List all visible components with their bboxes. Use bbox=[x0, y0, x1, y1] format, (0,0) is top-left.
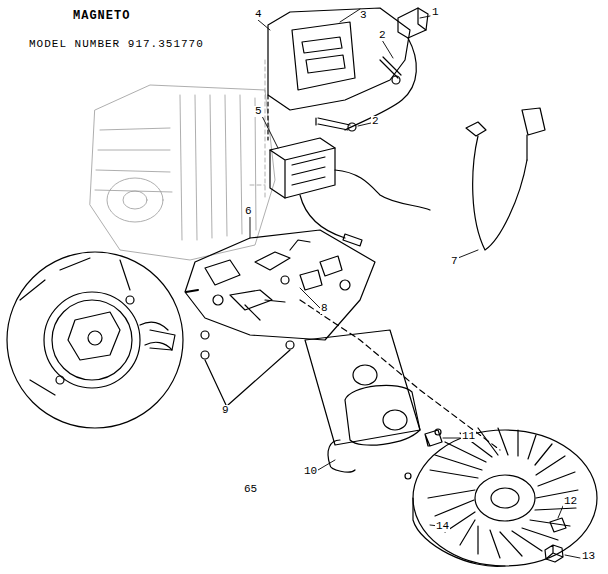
callout-number: 1 bbox=[431, 7, 440, 18]
callout-number: 7 bbox=[450, 256, 459, 267]
callout-number: 12 bbox=[563, 496, 578, 507]
model-number: MODEL NUMBER 917.351770 bbox=[28, 39, 205, 50]
callout-number: 11 bbox=[461, 431, 476, 442]
callout-number: 8 bbox=[320, 303, 329, 314]
callout-number: 4 bbox=[254, 9, 263, 20]
felt-plate bbox=[305, 330, 441, 479]
callout-number: 2 bbox=[378, 30, 387, 41]
callout-number: 65 bbox=[243, 484, 258, 495]
callout-number: 14 bbox=[435, 521, 450, 532]
callout-number: 5 bbox=[254, 106, 263, 117]
diagram-title: MAGNETO bbox=[72, 10, 131, 22]
breaker-plate bbox=[185, 230, 375, 405]
flywheel-nut bbox=[545, 545, 563, 562]
callout-number: 13 bbox=[581, 551, 596, 562]
leader-lines bbox=[250, 9, 580, 558]
center-line bbox=[300, 300, 500, 450]
boot-and-screws bbox=[316, 8, 428, 131]
ignition-module bbox=[270, 138, 430, 246]
engine-outline bbox=[90, 60, 275, 260]
callout-number: 6 bbox=[244, 206, 253, 217]
flywheel-key bbox=[550, 518, 566, 532]
callout-number: 9 bbox=[221, 405, 230, 416]
key-part bbox=[425, 430, 442, 446]
callout-number: 10 bbox=[303, 466, 318, 477]
callout-number: 3 bbox=[359, 10, 368, 21]
flywheel bbox=[413, 428, 597, 566]
ground-wire bbox=[466, 108, 545, 250]
callout-number: 2 bbox=[371, 116, 380, 127]
detail-inset bbox=[7, 252, 183, 428]
coil-plate bbox=[268, 8, 410, 140]
